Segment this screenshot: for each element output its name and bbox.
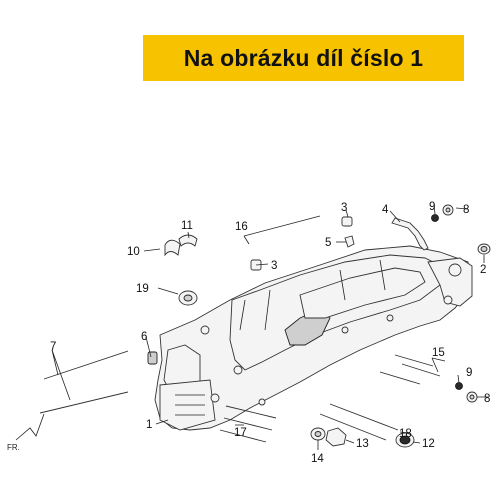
callout-7: 7 [50,341,56,353]
callout-17: 17 [234,427,247,439]
crankcase-part-1 [154,245,473,431]
callout-13: 13 [356,438,369,450]
leader-lines [51,203,488,450]
callout-16: 16 [235,221,248,233]
callout-8-upper: 8 [463,204,469,216]
part-number-banner: Na obrázku díl číslo 1 [143,35,464,81]
washer-part-14 [310,427,326,441]
callout-14: 14 [311,453,324,465]
callout-9-lower: 9 [466,367,472,379]
callout-19: 19 [136,283,149,295]
front-direction-marker: FR. [7,413,45,452]
callout-1: 1 [146,419,152,431]
callout-15: 15 [432,347,445,359]
bolts-part-17 [219,405,277,443]
callout-4: 4 [382,204,389,216]
callout-5: 5 [325,237,331,249]
plug-part-13 [325,427,347,447]
front-marker-label: FR. [7,443,20,452]
seal-part-12 [395,432,415,448]
bearing-shell-part-10 [164,239,181,257]
callout-3-lower: 3 [271,260,277,272]
bearing-shell-part-11 [178,234,198,247]
callout-8-lower: 8 [484,393,490,405]
dowel-part-6 [147,351,158,365]
bolt-part-9-upper [431,214,439,222]
bolt-part-8-upper [442,204,454,216]
callout-6: 6 [141,331,147,343]
bolts-part-18 [319,403,399,441]
callout-11: 11 [181,220,193,232]
callout-10: 10 [127,246,140,258]
bolt-part-9-lower [455,382,463,390]
bolts-part-15 [379,354,441,385]
callout-2: 2 [480,264,486,276]
hook-part-5 [344,235,355,248]
pipe-part-4 [391,217,429,251]
callout-3-upper: 3 [341,202,347,214]
clip-part-3-upper [341,216,353,227]
callout-9-upper: 9 [429,201,435,213]
callout-18: 18 [399,428,412,440]
long-bolts-part-7 [39,350,129,414]
bushing-part-2 [477,243,491,255]
bolt-part-8-lower [466,391,478,403]
bearing-part-19 [178,290,198,306]
callout-12: 12 [422,438,435,450]
